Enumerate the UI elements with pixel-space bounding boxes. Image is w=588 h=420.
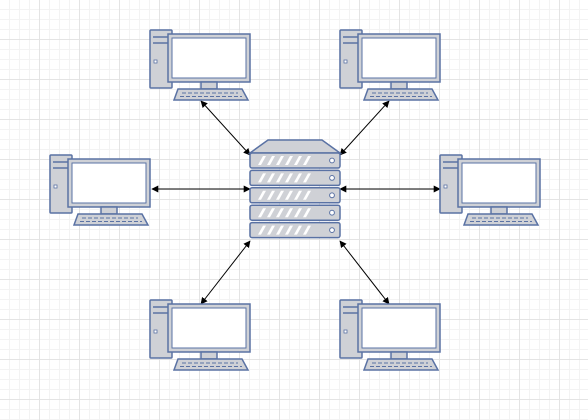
connector-arrow[interactable] — [200, 240, 251, 305]
desktop-computer-icon[interactable] — [49, 154, 151, 226]
connector-arrow[interactable] — [200, 100, 251, 156]
connectors — [151, 100, 441, 305]
desktop-computer-icon[interactable] — [149, 29, 251, 101]
connector-arrow[interactable] — [339, 100, 390, 156]
desktop-computer-icon[interactable] — [339, 29, 441, 101]
desktop-computer-icon[interactable] — [339, 299, 441, 371]
desktop-computer-icon[interactable] — [439, 154, 541, 226]
devices — [49, 29, 541, 371]
desktop-computer-icon[interactable] — [149, 299, 251, 371]
connector-arrow[interactable] — [339, 240, 390, 305]
server-icon[interactable] — [247, 139, 343, 239]
